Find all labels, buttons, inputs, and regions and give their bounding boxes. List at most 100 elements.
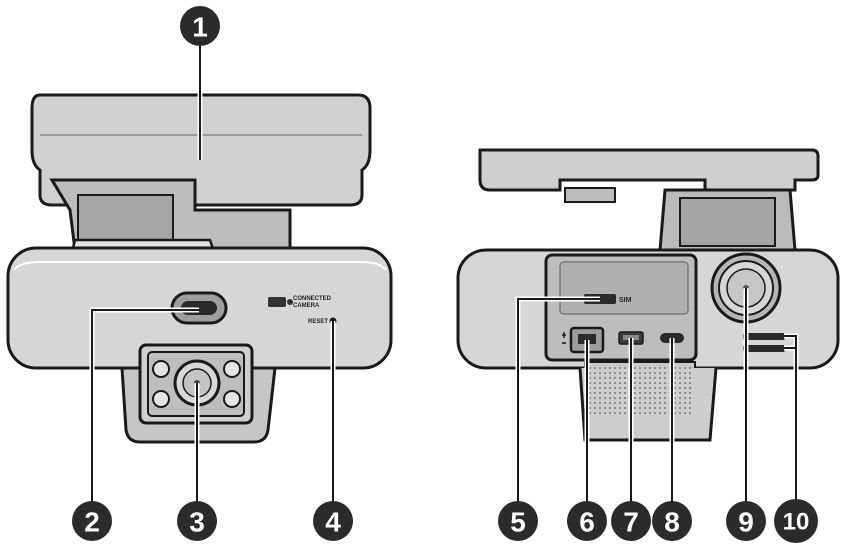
grille-dot [679, 372, 681, 374]
grille-dot [689, 372, 691, 374]
grille-dot [624, 367, 626, 369]
grille-dot [649, 407, 651, 409]
grille-dot [619, 372, 621, 374]
grille-dot [654, 407, 656, 409]
grille-dot [604, 367, 606, 369]
grille-dot [599, 377, 601, 379]
grille-dot [634, 372, 636, 374]
callout-lines-core [91, 30, 797, 510]
grille-dot [649, 367, 651, 369]
grille-dot [679, 402, 681, 404]
callout-5: 5 [498, 501, 538, 541]
grille-dot [654, 392, 656, 394]
grille-dot [664, 372, 666, 374]
grille-dot [634, 402, 636, 404]
grille-dot [639, 407, 641, 409]
grille-dot [684, 387, 686, 389]
grille-dot [654, 367, 656, 369]
grille-dot [609, 407, 611, 409]
grille-dot [639, 412, 641, 414]
grille-dot [639, 382, 641, 384]
grille-dot [619, 392, 621, 394]
grille-dot [689, 377, 691, 379]
svg-text:CONNECTED: CONNECTED [293, 296, 332, 302]
grille-dot [604, 407, 606, 409]
grille-dot [614, 407, 616, 409]
grille-dot [689, 382, 691, 384]
card-slots[interactable] [743, 333, 785, 352]
grille-dot [619, 382, 621, 384]
grille-dot [624, 392, 626, 394]
grille-dot [689, 367, 691, 369]
callout-4: 4 [313, 501, 353, 541]
grille-dot [689, 407, 691, 409]
grille-dot [619, 397, 621, 399]
grille-dot [679, 367, 681, 369]
grille-dot [684, 407, 686, 409]
grille-dot [599, 367, 601, 369]
grille-dot [634, 377, 636, 379]
grille-dot [634, 412, 636, 414]
grille-dot [614, 377, 616, 379]
grille-dot [664, 412, 666, 414]
grille-dot [599, 382, 601, 384]
grille-dot [599, 402, 601, 404]
grille-dot [659, 377, 661, 379]
svg-text:4: 4 [325, 507, 341, 538]
grille-dot [594, 377, 596, 379]
grille-dot [609, 372, 611, 374]
grille-dot [654, 412, 656, 414]
grille-dot [664, 392, 666, 394]
grille-dot [664, 367, 666, 369]
grille-dot [604, 402, 606, 404]
grille-dot [639, 367, 641, 369]
grille-dot [649, 377, 651, 379]
grille-dot [679, 397, 681, 399]
grille-dot [659, 407, 661, 409]
svg-text:9: 9 [738, 507, 754, 538]
grille-dot [609, 412, 611, 414]
grille-dot [599, 397, 601, 399]
grille-dot [659, 387, 661, 389]
grille-dot [594, 407, 596, 409]
svg-text:1: 1 [192, 12, 208, 43]
grille-dot [634, 407, 636, 409]
grille-dot [614, 397, 616, 399]
grille-dot [619, 402, 621, 404]
grille-dot [644, 387, 646, 389]
grille-dot [634, 367, 636, 369]
grille-dot [624, 407, 626, 409]
grille-dot [634, 397, 636, 399]
grille-dot [659, 412, 661, 414]
grille-dot [624, 387, 626, 389]
grille-dot [604, 377, 606, 379]
grille-dot [604, 397, 606, 399]
grille-dot [684, 397, 686, 399]
grille-dot [614, 392, 616, 394]
grille-dot [604, 387, 606, 389]
grille-dot [654, 377, 656, 379]
grille-dot [624, 372, 626, 374]
grille-dot [624, 382, 626, 384]
grille-dot [644, 377, 646, 379]
grille-dot [644, 397, 646, 399]
grille-dot [594, 382, 596, 384]
grille-dot [609, 387, 611, 389]
grille-dot [664, 377, 666, 379]
grille-dot [624, 377, 626, 379]
grille-dot [664, 402, 666, 404]
grille-dot [654, 402, 656, 404]
grille-dot [604, 372, 606, 374]
callout-6: 6 [567, 501, 607, 541]
grille-dot [609, 392, 611, 394]
grille-dot [684, 372, 686, 374]
grille-dot [644, 392, 646, 394]
grille-dot [594, 372, 596, 374]
grille-dot [664, 387, 666, 389]
svg-text:5: 5 [510, 507, 526, 538]
callout-7: 7 [611, 501, 651, 541]
grille-dot [644, 407, 646, 409]
grille-dot [689, 412, 691, 414]
grille-dot [614, 402, 616, 404]
grille-dot [649, 372, 651, 374]
